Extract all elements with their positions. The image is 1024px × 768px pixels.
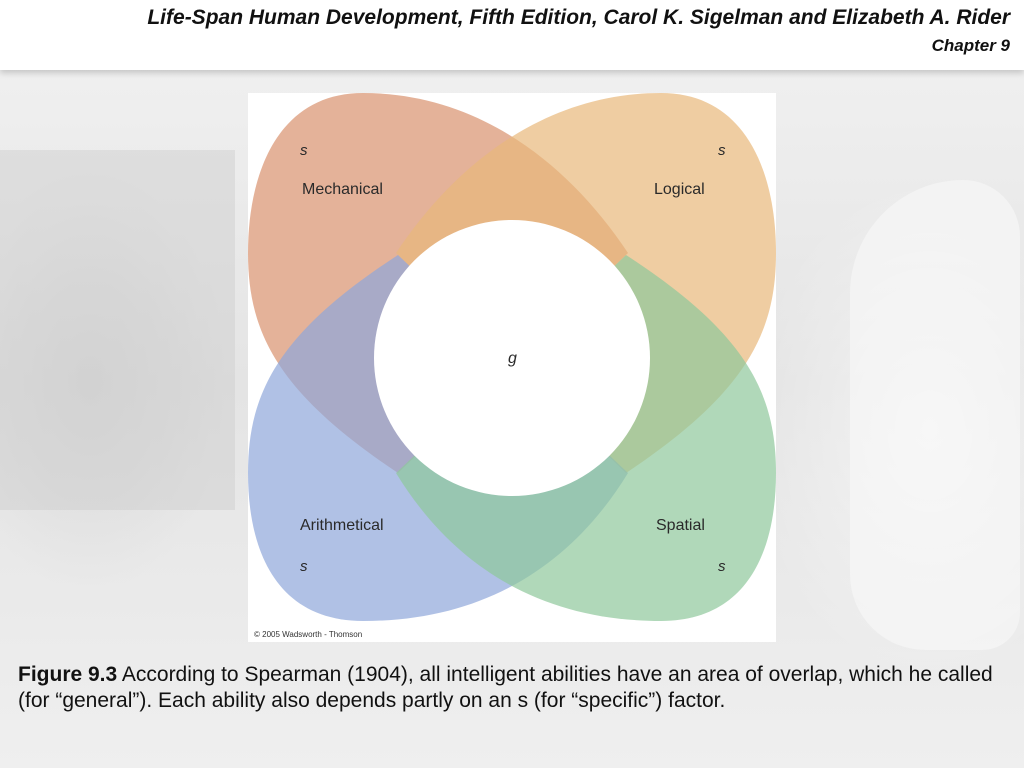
background-silhouette xyxy=(850,180,1020,650)
petal-label-spatial: Spatial xyxy=(656,517,705,534)
book-title: Life-Span Human Development, Fifth Editi… xyxy=(147,6,1010,29)
petal-factor-s: s xyxy=(718,558,726,575)
petal-label-mechanical: Mechanical xyxy=(302,181,383,198)
slide-header: Life-Span Human Development, Fifth Editi… xyxy=(0,0,1024,70)
center-label-g: g xyxy=(508,350,517,367)
figure-number: Figure 9.3 xyxy=(18,663,118,686)
petal-label-arithmetical: Arithmetical xyxy=(300,517,384,534)
figure-caption: Figure 9.3 According to Spearman (1904),… xyxy=(18,662,1008,714)
copyright-notice: © 2005 Wadsworth - Thomson xyxy=(254,630,362,639)
spearman-diagram: s Mechanical s Logical Arithmetical s Sp… xyxy=(248,93,776,639)
background-shape xyxy=(0,150,235,510)
petal-factor-s: s xyxy=(300,558,308,575)
petal-label-logical: Logical xyxy=(654,181,705,198)
caption-text: According to Spearman (1904), all intell… xyxy=(18,663,993,712)
figure-panel: s Mechanical s Logical Arithmetical s Sp… xyxy=(248,93,776,642)
general-factor-circle xyxy=(374,220,650,496)
petal-factor-s: s xyxy=(718,142,726,159)
chapter-label: Chapter 9 xyxy=(931,36,1010,55)
petal-factor-s: s xyxy=(300,142,308,159)
